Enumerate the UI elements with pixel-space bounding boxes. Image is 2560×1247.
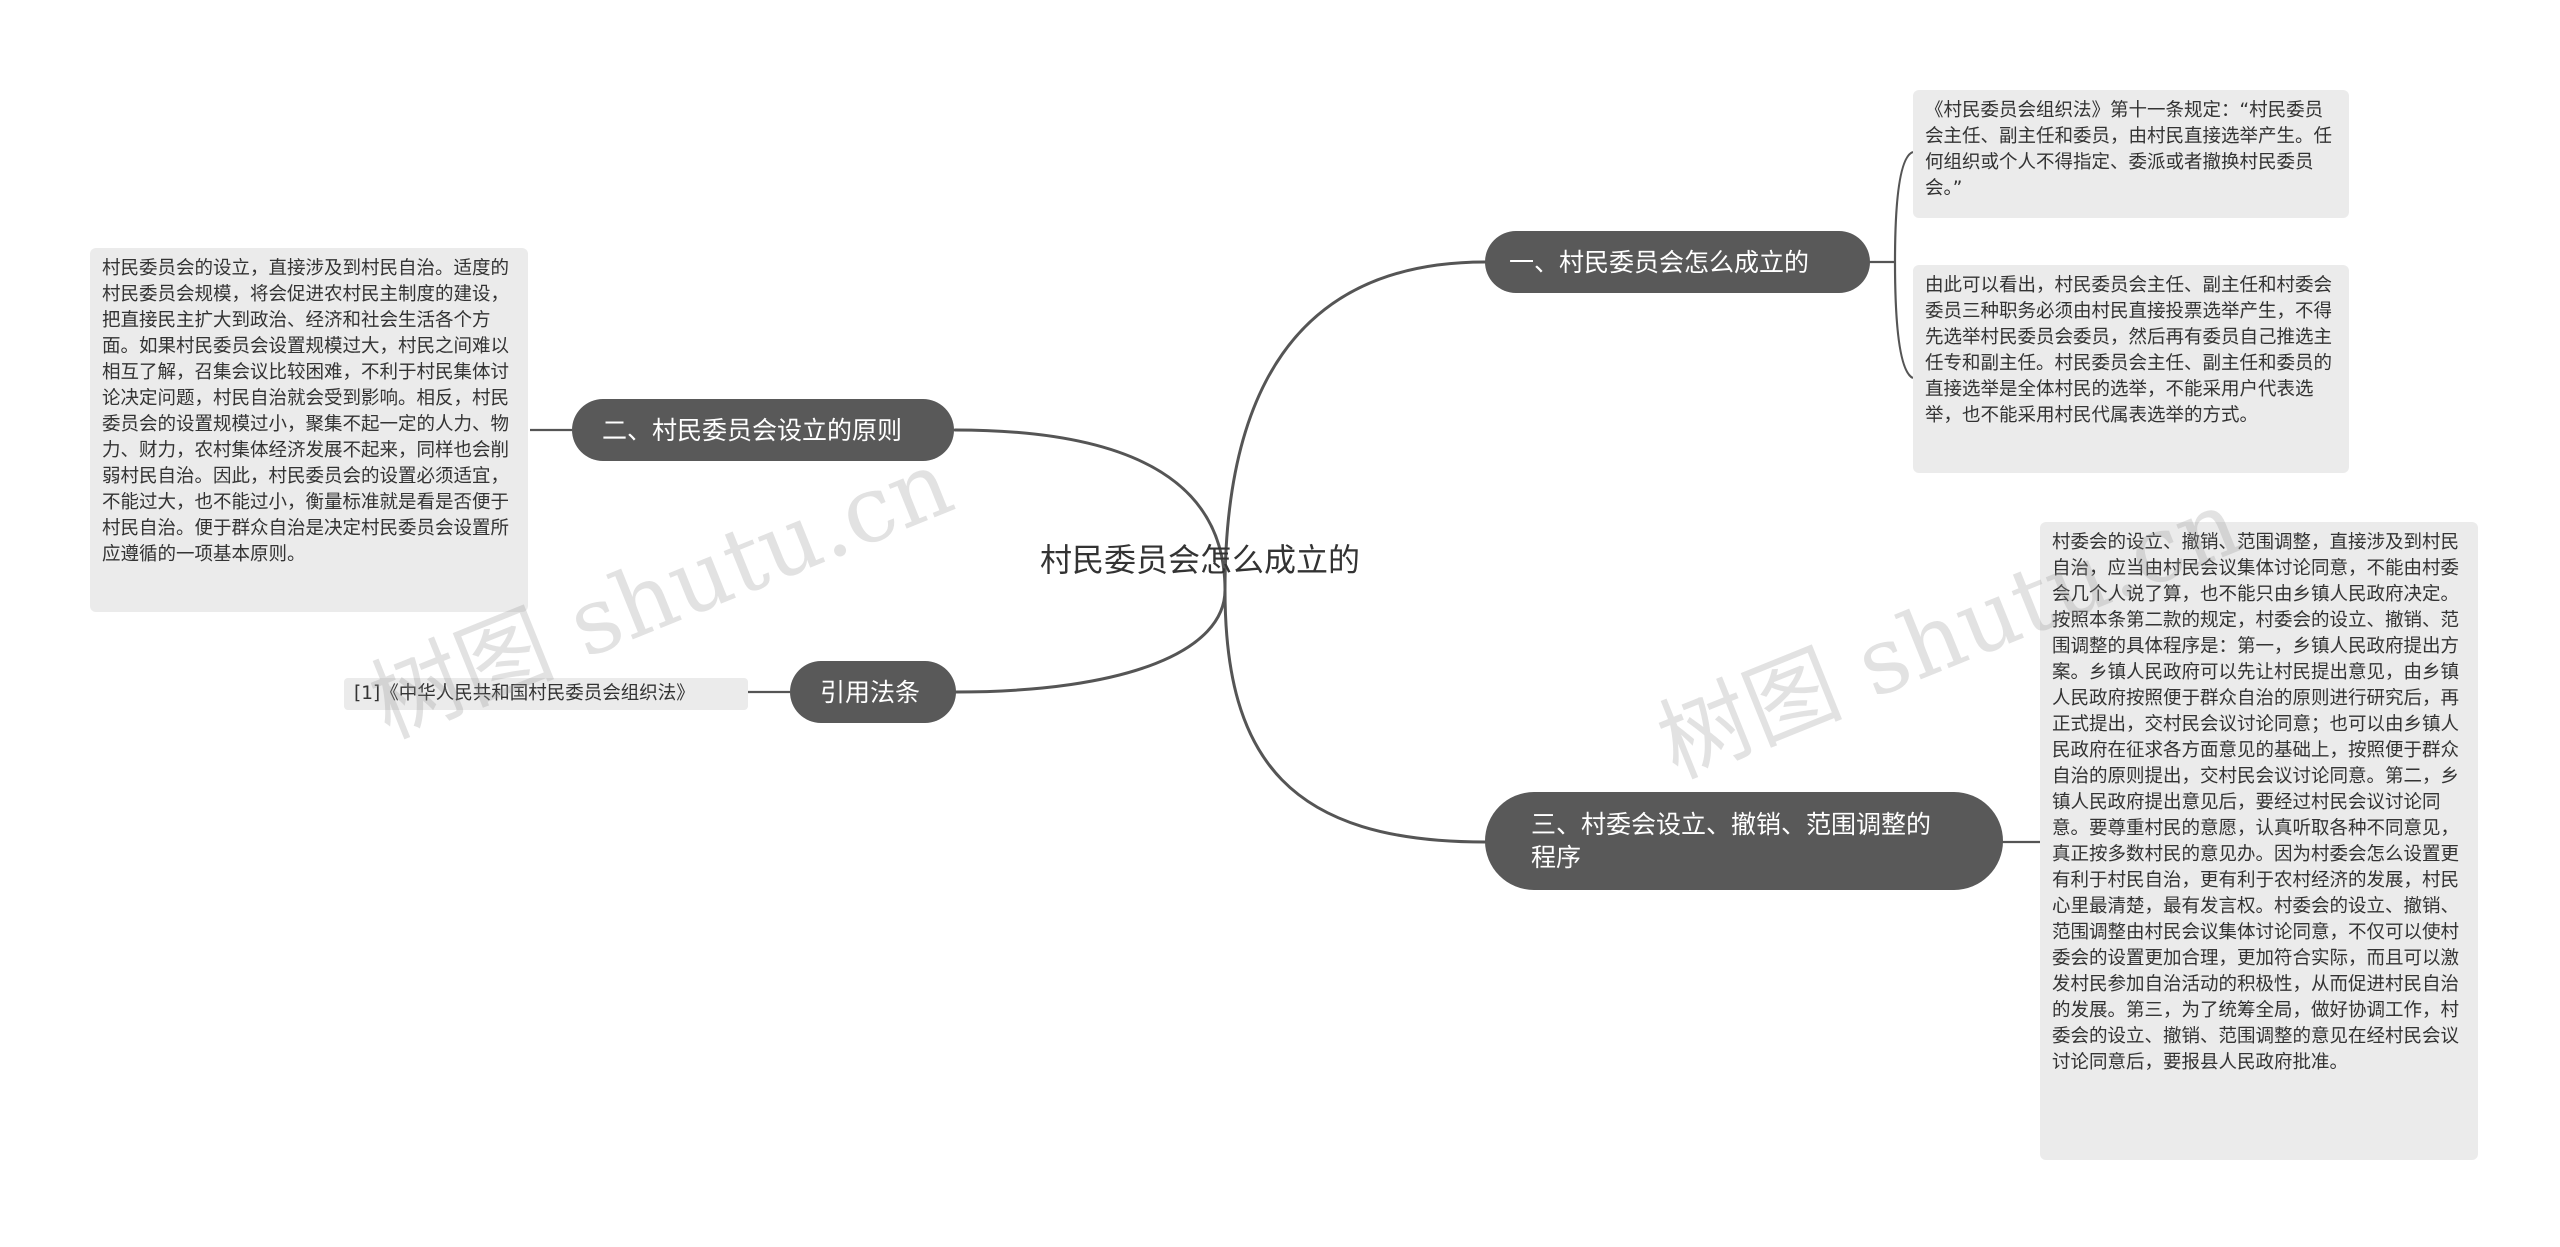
branch-topic-2[interactable]: 二、村民委员会设立的原则 <box>572 399 954 461</box>
leaf-note-setup-principle[interactable]: 村民委员会的设立，直接涉及到村民自治。适度的村民委员会规模，将会促进农村民主制度… <box>90 248 528 612</box>
leaf-note-adjustment-procedure[interactable]: 村委会的设立、撤销、范围调整，直接涉及到村民自治，应当由村民会议集体讨论同意，不… <box>2040 522 2478 1160</box>
connector-root-branch-2 <box>953 428 1227 592</box>
branch-topic-3[interactable]: 引用法条 <box>790 661 956 723</box>
connector-branch-1-leaves <box>1868 150 1914 380</box>
root-topic[interactable]: 村民委员会怎么成立的 <box>1040 541 1361 579</box>
connector-root-branch-4 <box>1223 588 1487 844</box>
connector-root-branch-3 <box>953 588 1227 694</box>
leaf-note-law-article-11[interactable]: 《村民委员会组织法》第十一条规定：“村民委员会主任、副主任和委员，由村民直接选举… <box>1913 90 2349 218</box>
connector-root-branch-1 <box>1223 260 1487 592</box>
branch-topic-1[interactable]: 一、村民委员会怎么成立的 <box>1485 231 1870 293</box>
branch-topic-1-label: 一、村民委员会怎么成立的 <box>1509 247 1810 277</box>
branch-topic-4[interactable]: 三、村委会设立、撤销、范围调整的程序 <box>1485 792 2003 890</box>
branch-topic-3-label: 引用法条 <box>820 677 921 707</box>
leaf-reference-law[interactable]: [1]《中华人民共和国村民委员会组织法》 <box>344 678 748 710</box>
leaf-note-direct-election[interactable]: 由此可以看出，村民委员会主任、副主任和村委会委员三种职务必须由村民直接投票选举产… <box>1913 265 2349 473</box>
branch-topic-2-label: 二、村民委员会设立的原则 <box>602 415 903 445</box>
branch-topic-4-label: 三、村委会设立、撤销、范围调整的程序 <box>1531 810 1932 872</box>
